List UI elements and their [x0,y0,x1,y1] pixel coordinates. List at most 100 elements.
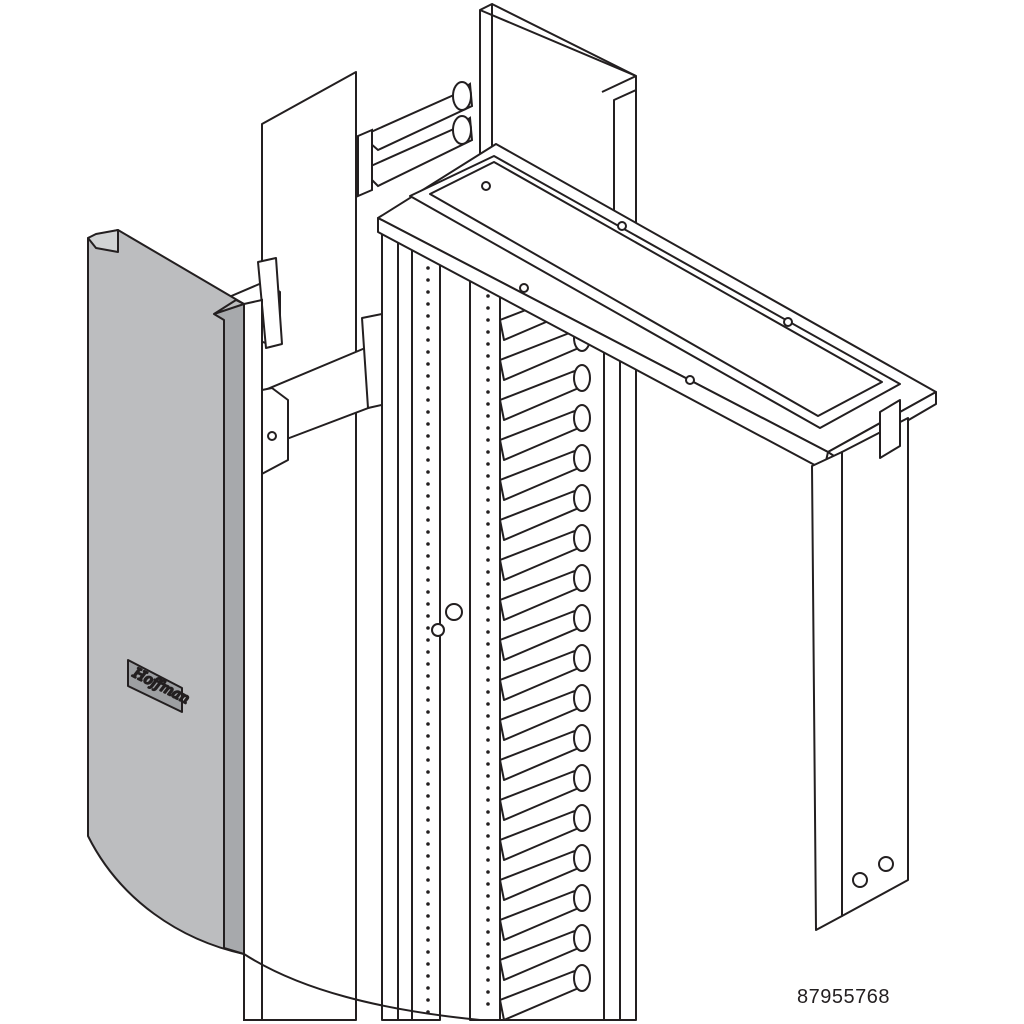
hole-icon [486,294,490,298]
hole-icon [426,278,430,282]
hole-icon [426,914,430,918]
hole-icon [486,534,490,538]
hole-icon [486,978,490,982]
hole-icon [426,530,430,534]
hole-icon [486,1002,490,1006]
cable-finger-icon [499,924,591,981]
hole-icon [426,566,430,570]
hole-icon [486,522,490,526]
hole-icon [426,434,430,438]
hole-icon [486,666,490,670]
hole-icon [486,846,490,850]
hole-icon [426,614,430,618]
hole-icon [426,998,430,1002]
side-door: Hoffman [87,229,245,955]
hole-icon [486,822,490,826]
hole-icon [426,746,430,750]
hole-icon [426,626,430,630]
cable-fingers [499,284,591,1021]
hole-icon [486,678,490,682]
hole-icon [426,494,430,498]
hole-icon [486,942,490,946]
hole-icon [486,858,490,862]
hole-icon [486,426,490,430]
hole-icon [426,698,430,702]
hole-icon [426,938,430,942]
hole-icon [486,594,490,598]
hole-icon [426,590,430,594]
hole-icon [486,462,490,466]
hole-icon [426,338,430,342]
hole-icon [426,806,430,810]
hole-icon [486,906,490,910]
hole-icon [486,354,490,358]
cable-finger-icon [499,444,591,501]
hole-icon [426,854,430,858]
hole-icon [486,918,490,922]
upper-cable-fingers [357,81,474,198]
hole-icon [486,558,490,562]
hole-icon [426,374,430,378]
hole-icon [486,330,490,334]
hole-icon [426,710,430,714]
hole-icon [486,630,490,634]
cable-finger-icon [499,804,591,861]
cable-finger-icon [499,364,591,421]
part-number: 87955768 [797,986,890,1008]
hole-icon [426,518,430,522]
hole-icon [426,638,430,642]
hole-icon [486,726,490,730]
hole-icon [426,662,430,666]
hole-icon [486,606,490,610]
hole-icon [426,986,430,990]
hole-icon [486,582,490,586]
hole-icon [426,890,430,894]
hole-icon [486,318,490,322]
hole-icon [486,390,490,394]
hole-icon [426,578,430,582]
hole-icon [486,402,490,406]
hole-icon [426,446,430,450]
hole-icon [486,786,490,790]
hole-icon [486,486,490,490]
hole-icon [486,342,490,346]
hole-icon [426,770,430,774]
hole-icon [486,654,490,658]
hole-icon [426,830,430,834]
hole-icon [426,650,430,654]
cable-finger-icon [499,644,591,701]
hole-icon [486,414,490,418]
hole-icon [426,302,430,306]
hole-icon [486,498,490,502]
hole-icon [486,702,490,706]
hole-icon [426,734,430,738]
hole-icon [426,782,430,786]
hole-icon [426,962,430,966]
hole-icon [486,930,490,934]
top-frame [377,143,937,471]
cable-finger-icon [499,764,591,821]
hole-icon [426,950,430,954]
hole-icon [426,482,430,486]
hole-icon [426,290,430,294]
hole-icon [486,366,490,370]
hole-icon [486,438,490,442]
hole-icon [426,818,430,822]
hole-icon [426,794,430,798]
hole-icon [426,326,430,330]
hole-icon [426,866,430,870]
hole-icon [426,314,430,318]
hole-icon [486,450,490,454]
hole-icon [426,926,430,930]
cable-finger-icon [499,684,591,741]
cable-finger-icon [499,844,591,901]
hole-icon [426,554,430,558]
hole-icon [426,842,430,846]
hole-icon [486,618,490,622]
hole-icon [426,458,430,462]
cable-finger-icon [499,484,591,541]
base-curve [243,953,481,1021]
hole-icon [426,878,430,882]
hole-icon [486,882,490,886]
hole-icon [426,602,430,606]
